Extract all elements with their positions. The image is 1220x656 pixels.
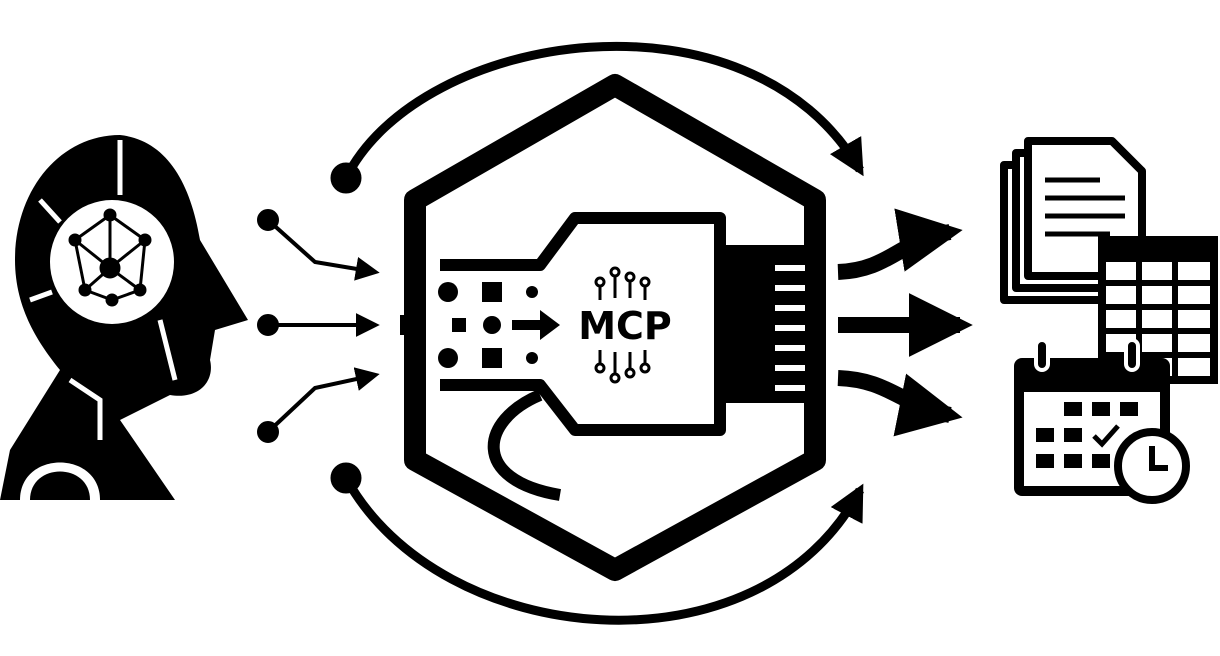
loop-arrows — [330, 41, 864, 625]
input-arrows — [257, 209, 380, 443]
documents-icon — [1000, 137, 1146, 304]
clock-icon — [1114, 428, 1190, 504]
ai-head-icon — [0, 135, 248, 500]
output-arrows — [837, 208, 973, 437]
hexagon-frame — [404, 74, 826, 581]
mcp-label: MCP — [578, 304, 672, 348]
mcp-plug-icon: MCP — [400, 212, 818, 501]
